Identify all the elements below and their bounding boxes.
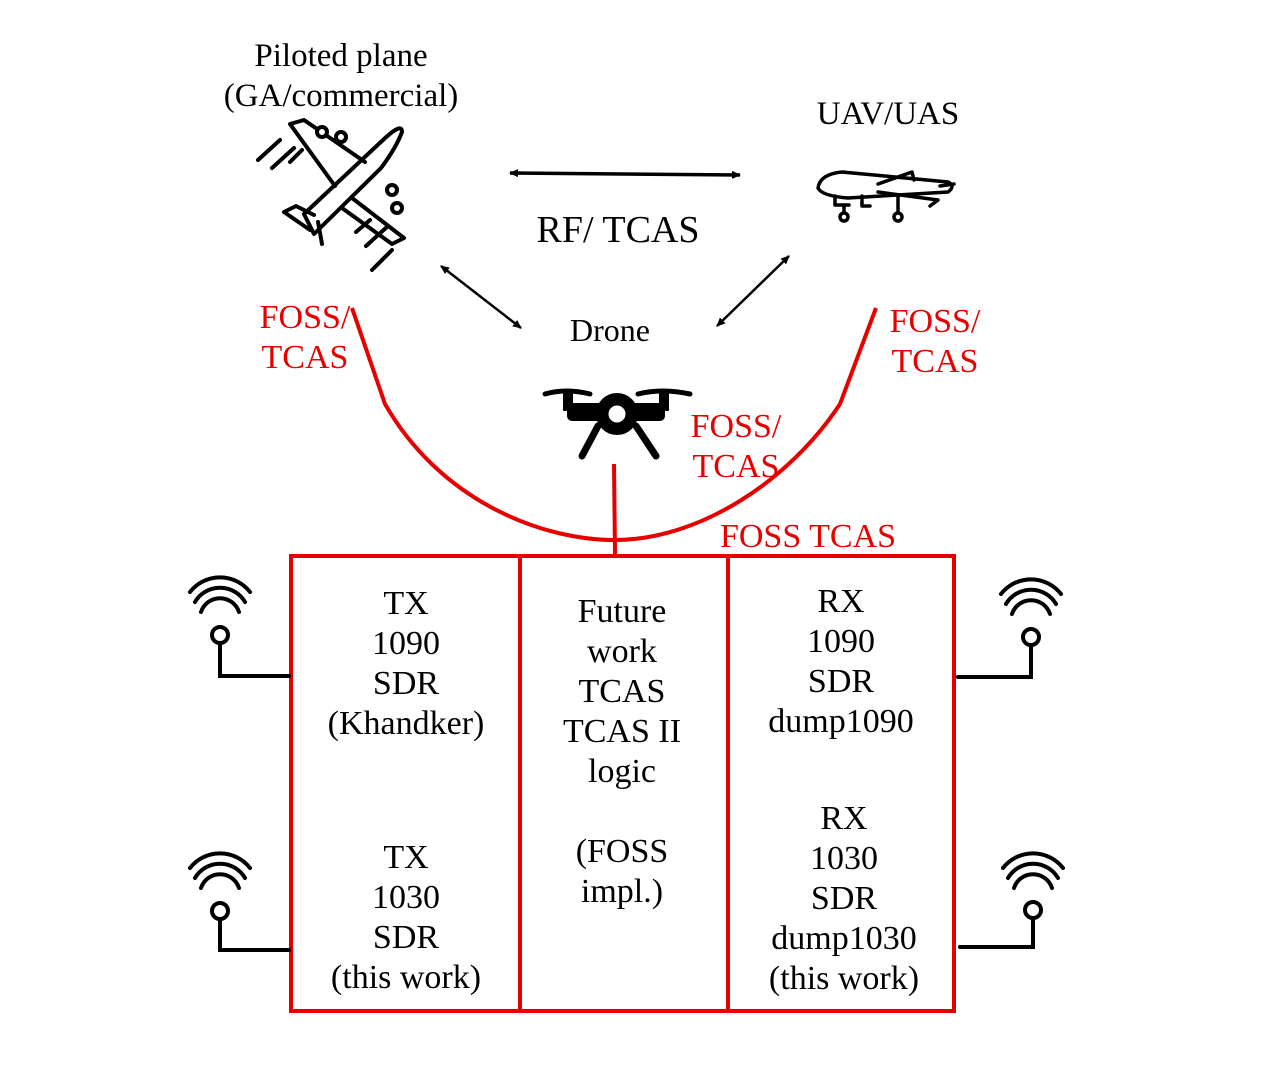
airplane-icon xyxy=(256,118,406,272)
uav-icon xyxy=(816,170,956,223)
rx-1030-line3: SDR xyxy=(810,880,878,917)
piloted-plane-label: Piloted plane (GA/commercial) xyxy=(206,36,476,116)
tx-1030-line2: 1030 xyxy=(372,879,440,916)
future-line2: work xyxy=(587,633,657,670)
tx-1090-line1: TX xyxy=(383,585,429,622)
tx-1030-block: TX 1030 SDR (this work) xyxy=(296,838,516,998)
antenna-icon-tx-1030 xyxy=(188,851,291,952)
tx-1090-line2: 1090 xyxy=(372,625,440,662)
uav-label: UAV/UAS xyxy=(816,96,960,132)
rx-1090-line4: dump1090 xyxy=(768,703,914,740)
foss-tcas-right-label: FOSS/ TCAS xyxy=(880,302,990,382)
foss-drone-line1: FOSS/ xyxy=(690,408,782,445)
rx-1090-line1: RX xyxy=(817,583,865,620)
tx-1090-line4: (Khandker) xyxy=(327,705,485,742)
future-line3: TCAS xyxy=(578,673,666,710)
rf-tcas-label: RF/ TCAS xyxy=(536,209,700,251)
rx-1030-line5: (this work) xyxy=(768,960,920,997)
antenna-icon-rx-1030 xyxy=(958,851,1065,949)
piloted-plane-line1: Piloted plane xyxy=(254,38,428,74)
foss-right-line2: TCAS xyxy=(891,343,979,380)
rx-1030-line2: 1030 xyxy=(810,840,878,877)
future-line4: TCAS II xyxy=(562,713,682,750)
foss-tcas-left-label: FOSS/ TCAS xyxy=(250,298,360,378)
rx-1090-block: RX 1090 SDR dump1090 xyxy=(731,582,951,742)
future-spacer xyxy=(522,792,722,832)
rx-1030-block: RX 1030 SDR dump1030 (this work) xyxy=(734,799,954,999)
plane-drone-arrow xyxy=(440,265,522,329)
drone-foss-link xyxy=(612,463,617,555)
sdr-boxes xyxy=(289,554,956,1013)
antennas xyxy=(188,575,1065,952)
foss-left-line2: TCAS xyxy=(261,339,349,376)
drone-label: Drone xyxy=(570,312,650,348)
tx-1030-line1: TX xyxy=(383,839,429,876)
future-line1: Future xyxy=(577,593,667,630)
foss-left-line1: FOSS/ xyxy=(259,299,351,336)
quadcopter-drone-icon xyxy=(542,388,693,460)
future-work-block: Future work TCAS TCAS II logic (FOSS imp… xyxy=(522,592,722,912)
rx-1090-line3: SDR xyxy=(807,663,875,700)
foss-drone-line2: TCAS xyxy=(692,448,780,485)
uav-drone-arrow xyxy=(716,255,790,327)
tx-1030-line3: SDR xyxy=(372,919,440,956)
antenna-icon-rx-1090 xyxy=(956,577,1063,679)
tx-1090-block: TX 1090 SDR (Khandker) xyxy=(296,584,516,744)
tx-1030-line4: (this work) xyxy=(330,959,482,996)
foss-links xyxy=(350,307,878,555)
foss-tcas-box-label: FOSS TCAS xyxy=(719,518,897,555)
plane-uav-arrow xyxy=(509,169,741,179)
rx-1090-line2: 1090 xyxy=(807,623,875,660)
future-line7: (FOSS xyxy=(575,833,669,870)
rx-1030-line4: dump1030 xyxy=(771,920,917,957)
rx-box xyxy=(726,554,956,1013)
tx-1090-line3: SDR xyxy=(372,665,440,702)
future-line8: impl.) xyxy=(580,873,664,910)
antenna-icon-tx-1090 xyxy=(188,575,291,678)
future-line5: logic xyxy=(588,753,656,790)
foss-right-line1: FOSS/ xyxy=(889,303,981,340)
piloted-plane-line2: (GA/commercial) xyxy=(223,78,459,114)
rf-link-arrows xyxy=(440,169,790,329)
foss-tcas-drone-label: FOSS/ TCAS xyxy=(681,407,791,487)
rx-1030-line1: RX xyxy=(820,800,868,837)
